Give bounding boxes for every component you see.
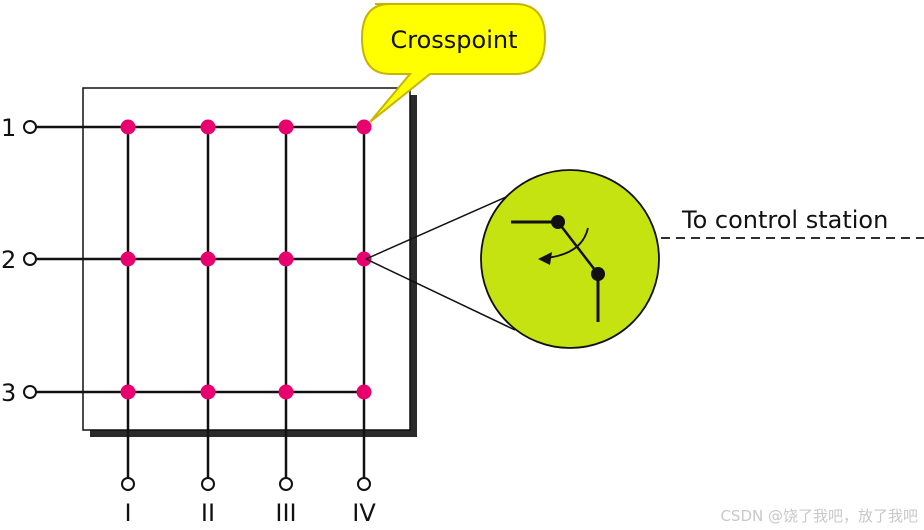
control-station-label: To control station xyxy=(681,206,888,234)
switch-contact-top xyxy=(551,215,565,229)
crosspoint-2-II xyxy=(200,251,216,267)
switch-lens xyxy=(480,169,660,349)
input-label-3: 3 xyxy=(1,379,16,407)
input-label-2: 2 xyxy=(1,246,16,274)
output-terminal-2 xyxy=(201,477,215,491)
crosspoint-1-I xyxy=(120,119,136,135)
crosspoint-callout: Crosspoint xyxy=(360,3,547,123)
crosspoint-1-II xyxy=(200,119,216,135)
output-terminal-4 xyxy=(357,477,371,491)
magnified-switch xyxy=(480,169,660,349)
switch-motion-arrow-icon xyxy=(538,252,552,265)
crosspoint-1-III xyxy=(278,119,294,135)
output-label-4: IV xyxy=(352,499,376,527)
input-terminal-2 xyxy=(23,252,37,266)
crosspoint-2-IV xyxy=(356,251,372,267)
output-label-3: III xyxy=(275,499,296,527)
switch-motion-arc xyxy=(545,227,589,259)
zoom-line-lower xyxy=(365,258,516,331)
input-label-1: 1 xyxy=(1,114,16,142)
switch-blade xyxy=(557,221,599,275)
crosspoint-3-IV xyxy=(356,384,372,400)
output-label-1: I xyxy=(124,499,131,527)
crosspoint-1-IV xyxy=(356,119,372,135)
crosspoint-2-III xyxy=(278,251,294,267)
input-terminals xyxy=(23,120,37,399)
crosspoint-2-I xyxy=(120,251,136,267)
watermark: CSDN @饶了我吧，放了我吧 xyxy=(720,507,918,525)
zoom-line-upper xyxy=(365,192,516,260)
callout-label: Crosspoint xyxy=(391,26,518,54)
input-terminal-3 xyxy=(23,385,37,399)
crosspoint-3-I xyxy=(120,384,136,400)
output-terminals xyxy=(121,477,371,491)
crosspoints xyxy=(120,119,372,400)
output-lines xyxy=(126,127,366,478)
callout-bubble xyxy=(360,3,547,123)
zoom-indicator xyxy=(365,192,516,331)
input-terminal-1 xyxy=(23,120,37,134)
output-label-2: II xyxy=(201,499,215,527)
output-terminal-1 xyxy=(121,477,135,491)
output-terminal-3 xyxy=(279,477,293,491)
crosspoint-3-III xyxy=(278,384,294,400)
switch-contact-bottom xyxy=(591,267,605,281)
crosspoint-3-II xyxy=(200,384,216,400)
